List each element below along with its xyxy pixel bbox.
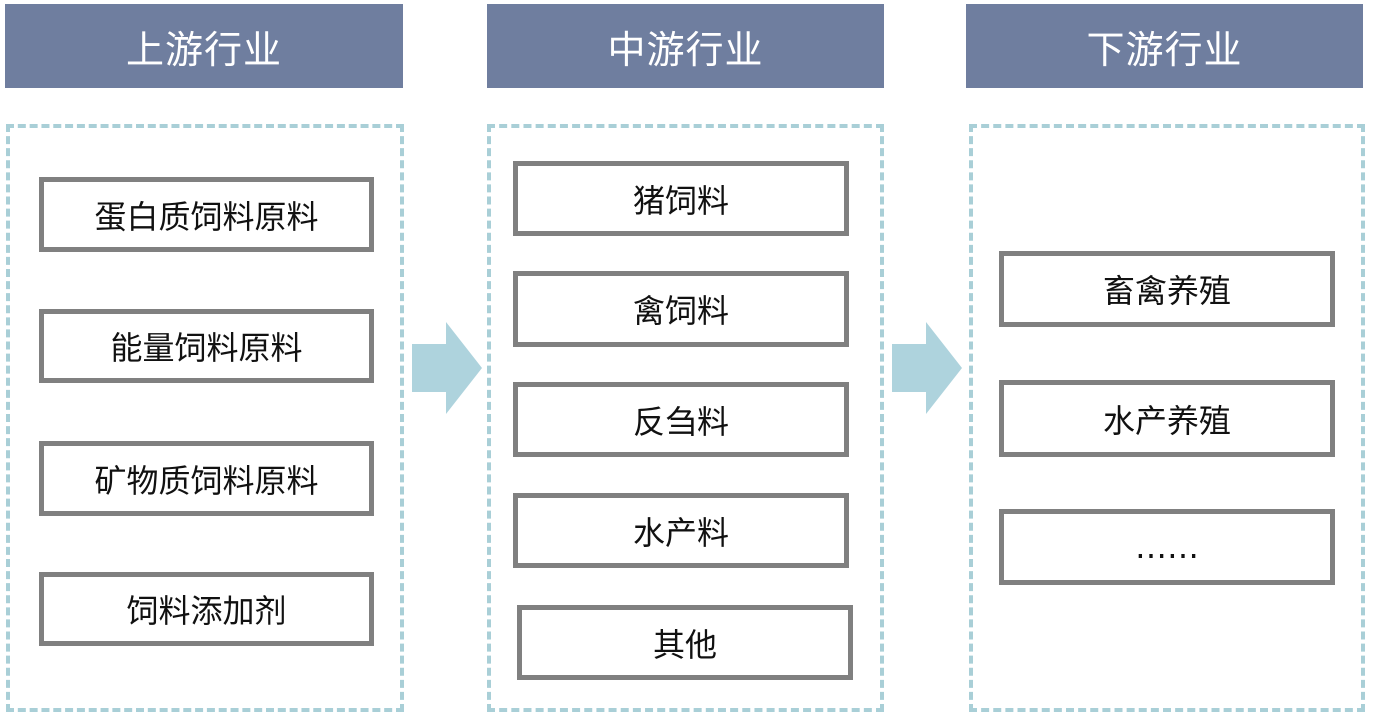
upstream-item-energy: 能量饲料原料 (39, 309, 374, 383)
downstream-item-livestock: 畜禽养殖 (999, 251, 1335, 327)
downstream-item-aquaculture: 水产养殖 (999, 380, 1335, 457)
midstream-item-pig-feed: 猪饲料 (513, 161, 849, 236)
upstream-header: 上游行业 (5, 4, 403, 88)
right-arrow-icon (412, 322, 482, 414)
upstream-item-additive: 饲料添加剂 (39, 572, 374, 646)
midstream-panel (487, 124, 884, 712)
midstream-item-poultry-feed: 禽饲料 (513, 271, 849, 347)
midstream-item-other: 其他 (517, 605, 853, 680)
upstream-item-protein: 蛋白质饲料原料 (39, 177, 374, 252)
downstream-panel (969, 124, 1365, 712)
right-arrow-icon (892, 322, 962, 414)
midstream-item-aquatic-feed: 水产料 (513, 493, 849, 568)
midstream-item-ruminant-feed: 反刍料 (513, 382, 849, 457)
upstream-panel (6, 124, 404, 712)
upstream-item-mineral: 矿物质饲料原料 (39, 441, 374, 516)
downstream-item-more: …… (999, 509, 1335, 585)
downstream-header: 下游行业 (966, 4, 1363, 88)
midstream-header: 中游行业 (487, 4, 884, 88)
